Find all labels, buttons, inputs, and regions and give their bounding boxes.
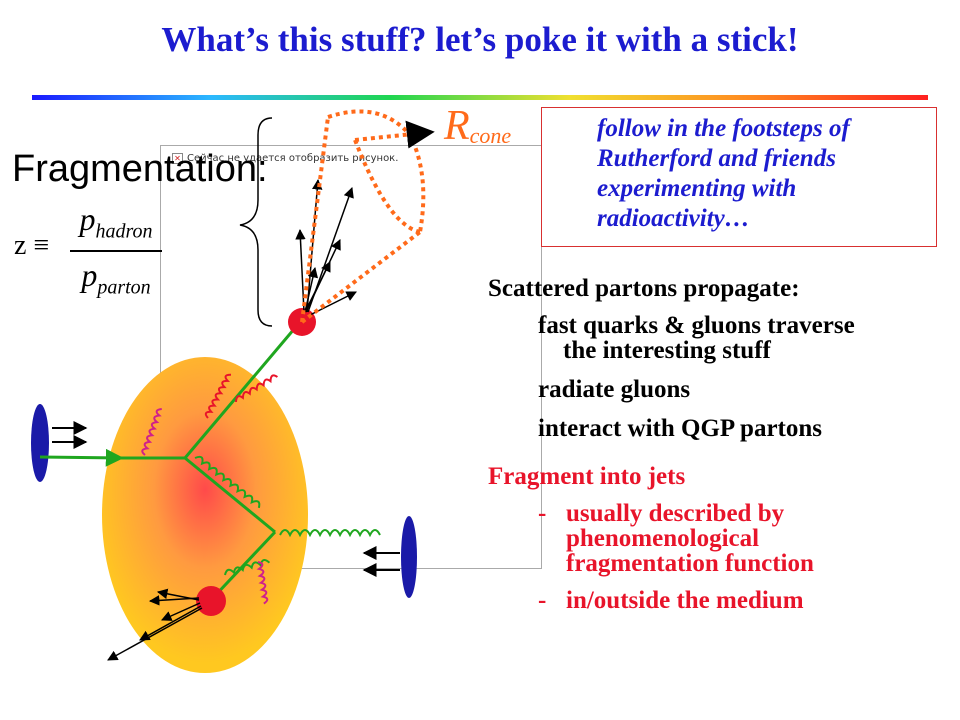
r-cone-label: Rcone (444, 103, 512, 149)
bullet-item: radiate gluons (538, 376, 691, 403)
fragmentation-label: Fragmentation: (12, 148, 268, 190)
jet-hadrons-lower (107, 588, 203, 661)
incoming-nucleus-left (31, 404, 49, 482)
z-fraction: phadron pparton (70, 200, 162, 307)
beam-arrows-left (52, 421, 88, 449)
bullets-heading: Scattered partons propagate: (488, 275, 800, 302)
bullet-item: fast quarks & gluons traverse the intere… (538, 312, 855, 364)
page-title: What’s this stuff? let’s poke it with a … (161, 20, 799, 59)
broken-image-placeholder: ✕ Сейчас не удается отобразить рисунок. (172, 153, 398, 164)
broken-image-icon: ✕ (172, 153, 183, 164)
bullet-list: Scattered partons propagate: fast quarks… (488, 275, 958, 625)
broken-image-frame (160, 145, 542, 569)
parton-tracks (39, 321, 302, 602)
bullet-item: interact with QGP partons (538, 415, 823, 442)
incoming-nucleus-right (401, 516, 417, 598)
z-definition-symbol: z ≡ (14, 230, 50, 261)
red-bullet-item: - in/outside the medium (538, 587, 804, 614)
gluon-radiation-pink (141, 407, 269, 605)
z-denominator: pparton (70, 250, 162, 306)
jet-hadrons-upper (295, 178, 357, 316)
beam-arrows-right (362, 546, 400, 577)
gluon-radiation-red (204, 373, 279, 419)
rainbow-divider (32, 95, 928, 100)
broken-image-text: Сейчас не удается отобразить рисунок. (187, 153, 399, 164)
rutherford-quote-box: follow in the footsteps of Rutherford an… (541, 107, 937, 247)
rutherford-quote: follow in the footsteps of Rutherford an… (597, 115, 850, 232)
qgp-fireball (102, 357, 308, 673)
z-numerator: phadron (79, 201, 153, 243)
jet-cone (300, 109, 435, 324)
red-heading: Fragment into jets (488, 463, 686, 490)
fragmenting-parton-lower (196, 586, 226, 616)
fragmentation-brace (239, 117, 273, 327)
